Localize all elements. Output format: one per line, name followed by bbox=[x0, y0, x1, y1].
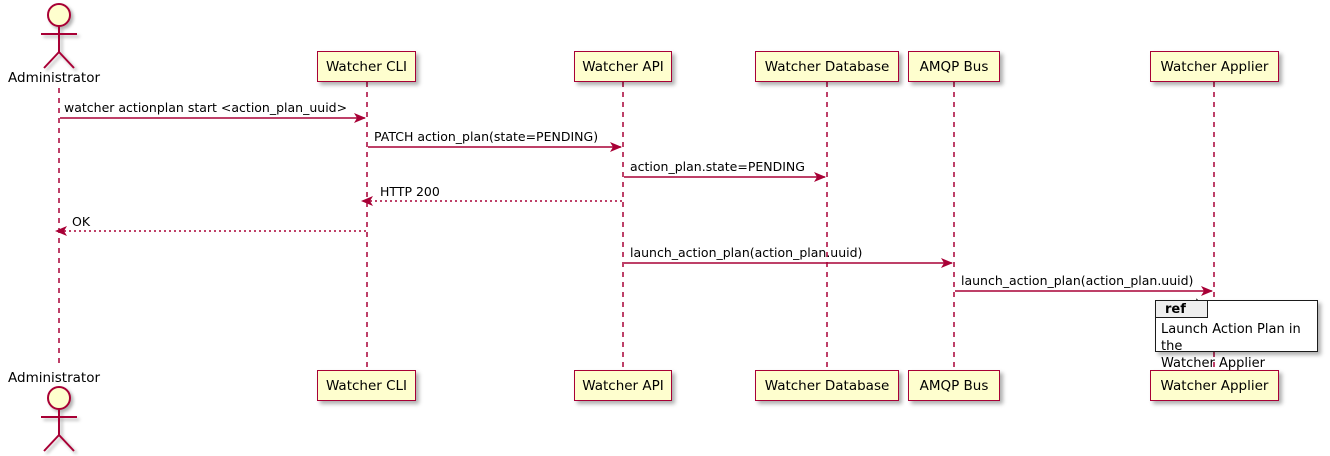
participant-box-watcher-database-top[interactable]: Watcher Database bbox=[755, 51, 899, 82]
lifelines bbox=[58, 82, 1215, 370]
actor-administrator-bottom bbox=[41, 386, 77, 452]
participant-box-watcher-api-bottom[interactable]: Watcher API bbox=[574, 370, 672, 401]
ref-text-line-1: Launch Action Plan in the bbox=[1161, 322, 1301, 355]
participant-label: Watcher API bbox=[582, 377, 664, 394]
participant-label: AMQP Bus bbox=[919, 377, 989, 394]
participant-box-amqp-bus-top[interactable]: AMQP Bus bbox=[908, 51, 1000, 82]
ref-fragment-operator: ref bbox=[1156, 301, 1208, 318]
message-label-1: watcher actionplan start <action_plan_uu… bbox=[64, 100, 348, 115]
participant-box-watcher-cli-bottom[interactable]: Watcher CLI bbox=[317, 370, 416, 401]
participant-box-watcher-database-bottom[interactable]: Watcher Database bbox=[755, 370, 899, 401]
participant-box-amqp-bus-bottom[interactable]: AMQP Bus bbox=[908, 370, 1000, 401]
participant-box-watcher-api-top[interactable]: Watcher API bbox=[574, 51, 672, 82]
participant-label: Watcher CLI bbox=[325, 377, 408, 394]
message-label-4: HTTP 200 bbox=[380, 184, 440, 199]
actor-label-administrator-bottom: Administrator bbox=[8, 370, 101, 386]
message-label-2: PATCH action_plan(state=PENDING) bbox=[374, 129, 599, 144]
participant-label: Watcher Database bbox=[764, 58, 890, 75]
message-label-3: action_plan.state=PENDING bbox=[630, 159, 805, 174]
ref-fragment[interactable]: ref Launch Action Plan in the Watcher Ap… bbox=[1155, 300, 1318, 371]
participant-label: Watcher Applier bbox=[1160, 377, 1269, 394]
message-arrows bbox=[55, 113, 1213, 296]
actor-label-administrator-top: Administrator bbox=[8, 70, 101, 86]
participant-label: Watcher Applier bbox=[1160, 58, 1269, 75]
ref-fragment-text: Launch Action Plan in the Watcher Applie… bbox=[1161, 321, 1317, 372]
participant-box-watcher-applier-bottom[interactable]: Watcher Applier bbox=[1150, 370, 1279, 401]
ref-text-line-2: Watcher Applier bbox=[1161, 356, 1265, 372]
participant-label: Watcher CLI bbox=[325, 58, 408, 75]
ref-operator-label: ref bbox=[1165, 301, 1186, 317]
participant-label: Watcher API bbox=[582, 58, 664, 75]
message-label-6: launch_action_plan(action_plan.uuid) bbox=[630, 245, 863, 260]
message-label-5: OK bbox=[72, 214, 91, 229]
actor-administrator-top bbox=[41, 3, 77, 69]
participant-box-watcher-applier-top[interactable]: Watcher Applier bbox=[1150, 51, 1279, 82]
message-label-7: launch_action_plan(action_plan.uuid) bbox=[961, 273, 1194, 288]
participant-label: AMQP Bus bbox=[919, 58, 989, 75]
participant-box-watcher-cli-top[interactable]: Watcher CLI bbox=[317, 51, 416, 82]
participant-label: Watcher Database bbox=[764, 377, 890, 394]
